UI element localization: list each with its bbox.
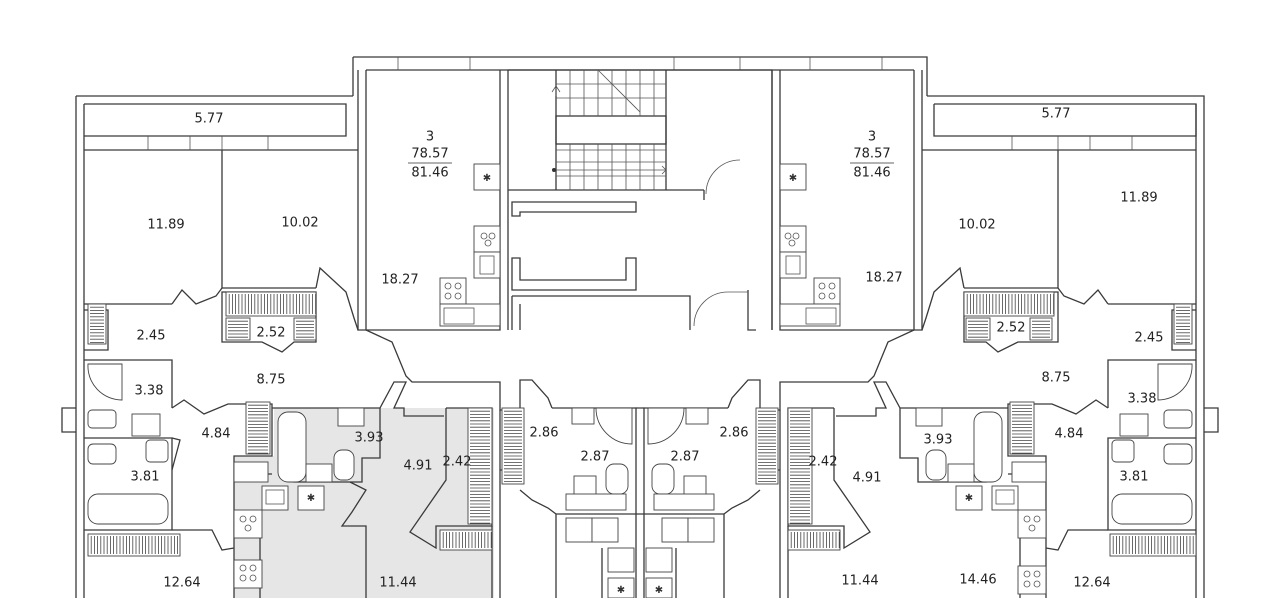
bathroom-fixtures [87, 363, 1193, 525]
svg-text:✱: ✱ [789, 173, 797, 184]
room-right-mid-area: 11.44 [841, 574, 878, 589]
apt-left-rooms: 3 [426, 130, 434, 145]
hall-left-b-area: 4.91 [404, 459, 433, 474]
closet-right-c-area: 2.42 [809, 455, 838, 470]
hall-right-b-area: 4.91 [853, 471, 882, 486]
bath-right-c-area: 3.93 [924, 433, 953, 448]
corridor-right-area: 4.84 [1055, 427, 1084, 442]
svg-text:✱: ✱ [483, 173, 491, 184]
apt-left-total-area: 81.46 [411, 166, 448, 181]
bath-left-a-area: 3.38 [135, 384, 164, 399]
bedroom-right-inner-area: 10.02 [958, 218, 995, 233]
kitchen-left-area: 18.27 [381, 273, 418, 288]
wardrobe-box [965, 317, 991, 341]
bath-left-c-area: 3.93 [355, 431, 384, 446]
wardrobe-hatching [87, 291, 1197, 557]
hall-left-area: 8.75 [257, 373, 286, 388]
apt-right-living-area: 78.57 [853, 147, 890, 162]
bath-right-b-area: 3.81 [1120, 470, 1149, 485]
corridor-left-area: 4.84 [202, 427, 231, 442]
room-right-kitchen-area: 14.46 [959, 573, 996, 588]
wardrobe-box [1029, 317, 1053, 341]
kitchen-right-area: 18.27 [865, 271, 902, 286]
closet-left-b-area: 2.52 [257, 326, 286, 341]
svg-text:✱: ✱ [307, 493, 315, 504]
bath-center-right-area: 2.87 [671, 450, 700, 465]
svg-text:✱: ✱ [655, 585, 663, 596]
wardrobe-box [293, 317, 317, 341]
balcony-left-area: 5.77 [195, 112, 224, 127]
bedroom-left-inner-area: 10.02 [281, 216, 318, 231]
bedroom-left-outer-area: 11.89 [147, 218, 184, 233]
svg-text:✱: ✱ [965, 493, 973, 504]
room-labels: 5.77 5.77 11.89 10.02 10.02 11.89 18.27 … [131, 107, 1164, 591]
wardrobe-box [225, 317, 251, 341]
closet-left-c-area: 2.42 [443, 455, 472, 470]
wardrobe-box [87, 533, 181, 557]
apt-right-rooms: 3 [868, 130, 876, 145]
center-core [365, 69, 915, 598]
balcony-right-area: 5.77 [1042, 107, 1071, 122]
svg-text:✱: ✱ [617, 585, 625, 596]
wardrobe-box [787, 529, 841, 551]
bath-center-left-area: 2.87 [581, 450, 610, 465]
closet-right-a-area: 2.45 [1135, 331, 1164, 346]
bedroom-right-outer-area: 11.89 [1120, 191, 1157, 206]
hall-center-left-area: 2.86 [530, 426, 559, 441]
bath-left-b-area: 3.81 [131, 470, 160, 485]
room-left-bottom-area: 12.64 [163, 576, 200, 591]
room-left-mid-area: 11.44 [379, 576, 416, 591]
apt-right-total-area: 81.46 [853, 166, 890, 181]
closet-left-a-area: 2.45 [137, 329, 166, 344]
hall-center-right-area: 2.86 [720, 426, 749, 441]
outer-walls [61, 56, 1219, 598]
hall-right-area: 8.75 [1042, 371, 1071, 386]
wardrobe-box [1109, 533, 1197, 557]
closet-right-b-area: 2.52 [997, 321, 1026, 336]
bath-right-a-area: 3.38 [1128, 392, 1157, 407]
apt-left-living-area: 78.57 [411, 147, 448, 162]
kitchen-fixtures: ✱ ✱ ✱ ✱ [233, 163, 1047, 598]
room-right-bottom-area: 12.64 [1073, 576, 1110, 591]
